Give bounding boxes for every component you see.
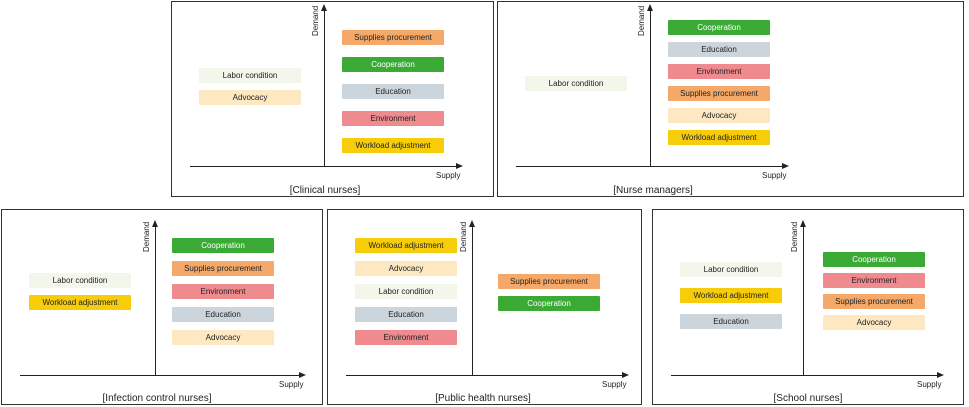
x-axis [20,375,300,376]
x-axis-arrow-icon [937,372,944,378]
y-axis-arrow-icon [800,220,806,227]
x-axis-arrow-icon [456,163,463,169]
y-axis-arrow-icon [469,220,475,227]
tag-education-low-demand: Education [680,314,782,329]
y-axis-label: Demand [459,221,468,252]
tag-supplies-high-demand: Supplies procurement [498,274,600,289]
y-axis-arrow-icon [321,4,327,11]
tag-supplies-high-demand: Supplies procurement [172,261,274,276]
x-axis [671,375,938,376]
x-axis [346,375,623,376]
tag-advocacy-low-demand: Advocacy [355,261,457,276]
tag-education-high-demand: Education [342,84,444,99]
y-axis-arrow-icon [647,4,653,11]
x-axis-arrow-icon [782,163,789,169]
panel-title: [Public health nurses] [435,393,531,404]
y-axis [472,225,473,375]
tag-supplies-high-demand: Supplies procurement [668,86,770,101]
x-axis-label: Supply [436,171,461,180]
tag-labor-low-demand: Labor condition [199,68,301,83]
tag-labor-low-demand: Labor condition [525,76,627,91]
tag-cooperation-high-demand: Cooperation [823,252,925,267]
tag-workload-high-demand: Workload adjustment [342,138,444,153]
tag-advocacy-high-demand: Advocacy [172,330,274,345]
x-axis [190,166,457,167]
x-axis-arrow-icon [622,372,629,378]
tag-advocacy-low-demand: Advocacy [199,90,301,105]
panel-title: [Nurse managers] [613,185,693,196]
y-axis-label: Demand [142,221,151,252]
tag-education-high-demand: Education [668,42,770,57]
y-axis [155,225,156,375]
tag-environment-high-demand: Environment [823,273,925,288]
x-axis-arrow-icon [299,372,306,378]
x-axis-label: Supply [917,380,942,389]
x-axis-label: Supply [602,380,627,389]
panel-title: [Clinical nurses] [289,185,361,196]
x-axis-label: Supply [279,380,304,389]
tag-cooperation-high-demand: Cooperation [498,296,600,311]
tag-education-high-demand: Education [172,307,274,322]
tag-workload-low-demand: Workload adjustment [29,295,131,310]
tag-environment-high-demand: Environment [342,111,444,126]
y-axis [803,225,804,375]
tag-environment-low-demand: Environment [355,330,457,345]
tag-cooperation-high-demand: Cooperation [172,238,274,253]
tag-workload-low-demand: Workload adjustment [355,238,457,253]
tag-advocacy-high-demand: Advocacy [823,315,925,330]
tag-advocacy-high-demand: Advocacy [668,108,770,123]
tag-education-low-demand: Education [355,307,457,322]
tag-workload-low-demand: Workload adjustment [680,288,782,303]
tag-workload-high-demand: Workload adjustment [668,130,770,145]
tag-environment-high-demand: Environment [172,284,274,299]
y-axis-arrow-icon [152,220,158,227]
y-axis-label: Demand [311,5,320,36]
x-axis-label: Supply [762,171,787,180]
y-axis [650,9,651,166]
tag-labor-low-demand: Labor condition [355,284,457,299]
panel-title: [Infection control nurses] [102,393,212,404]
y-axis-label: Demand [790,221,799,252]
x-axis [516,166,783,167]
tag-labor-low-demand: Labor condition [680,262,782,277]
tag-supplies-high-demand: Supplies procurement [342,30,444,45]
tag-environment-high-demand: Environment [668,64,770,79]
tag-cooperation-high-demand: Cooperation [342,57,444,72]
y-axis [324,9,325,166]
y-axis-label: Demand [637,5,646,36]
tag-labor-low-demand: Labor condition [29,273,131,288]
tag-supplies-high-demand: Supplies procurement [823,294,925,309]
panel-title: [School nurses] [773,393,843,404]
tag-cooperation-high-demand: Cooperation [668,20,770,35]
